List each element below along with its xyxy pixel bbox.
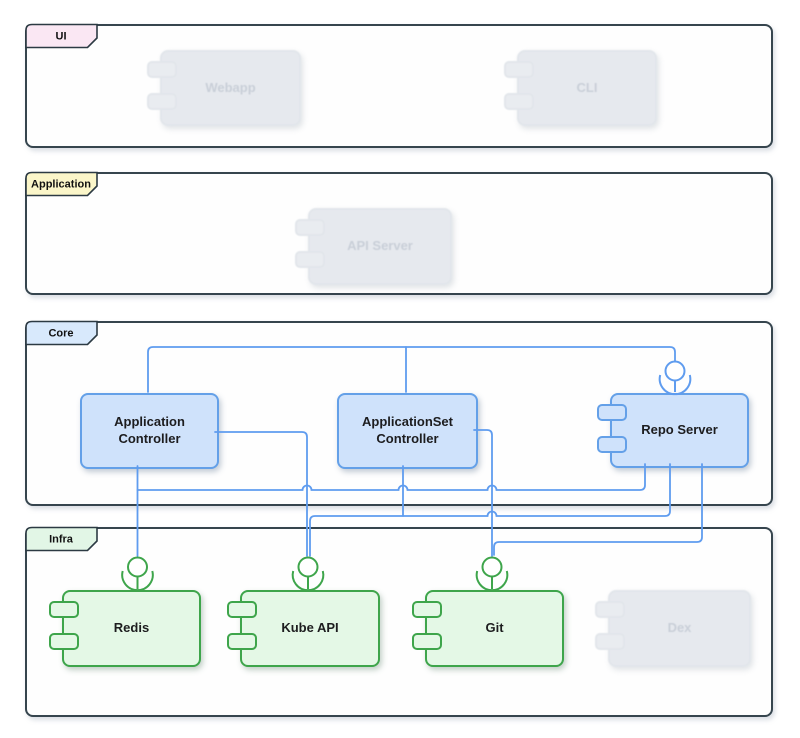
component-kube-api-label: Kube API (281, 620, 339, 636)
component-cli: CLI (504, 50, 657, 126)
component-port (504, 93, 534, 110)
component-applicationset-controller-label: ApplicationSet Controller (361, 414, 453, 446)
tab-ui: UI (25, 23, 98, 49)
component-webapp-label: Webapp (205, 79, 256, 95)
component-webapp: Webapp (147, 50, 301, 126)
component-port (49, 601, 79, 618)
component-port (504, 61, 534, 78)
component-api-server-label: API Server (347, 238, 413, 254)
component-repo-server: Repo Server (597, 393, 749, 468)
component-application-controller: Application Controller (80, 393, 219, 469)
component-redis-label: Redis (113, 620, 150, 636)
tab-ui-label: UI (56, 31, 67, 43)
component-kube-api: Kube API (227, 590, 380, 667)
component-dex-label: Dex (667, 620, 692, 636)
layer-ui (25, 24, 773, 148)
tab-application: Application (25, 171, 98, 197)
component-port (147, 93, 177, 110)
component-port (412, 633, 442, 650)
component-port (227, 633, 257, 650)
tab-application-label: Application (31, 179, 91, 191)
component-port (227, 601, 257, 618)
tab-infra-label: Infra (49, 534, 74, 546)
component-api-server: API Server (295, 208, 452, 285)
tab-core-label: Core (48, 328, 73, 340)
component-dex: Dex (595, 590, 751, 667)
component-port (597, 436, 627, 453)
component-repo-server-label: Repo Server (641, 422, 718, 438)
component-port (595, 601, 625, 618)
component-port (597, 404, 627, 421)
tab-core: Core (25, 320, 98, 346)
tab-infra: Infra (25, 526, 98, 552)
component-application-controller-label: Application Controller (114, 414, 185, 446)
component-git-label: Git (485, 620, 504, 636)
component-git: Git (412, 590, 564, 667)
component-port (295, 251, 325, 268)
component-port (412, 601, 442, 618)
component-cli-label: CLI (576, 79, 598, 95)
component-redis: Redis (49, 590, 201, 667)
component-port (147, 61, 177, 78)
component-port (295, 219, 325, 236)
component-port (49, 633, 79, 650)
component-applicationset-controller: ApplicationSet Controller (337, 393, 478, 469)
component-port (595, 633, 625, 650)
